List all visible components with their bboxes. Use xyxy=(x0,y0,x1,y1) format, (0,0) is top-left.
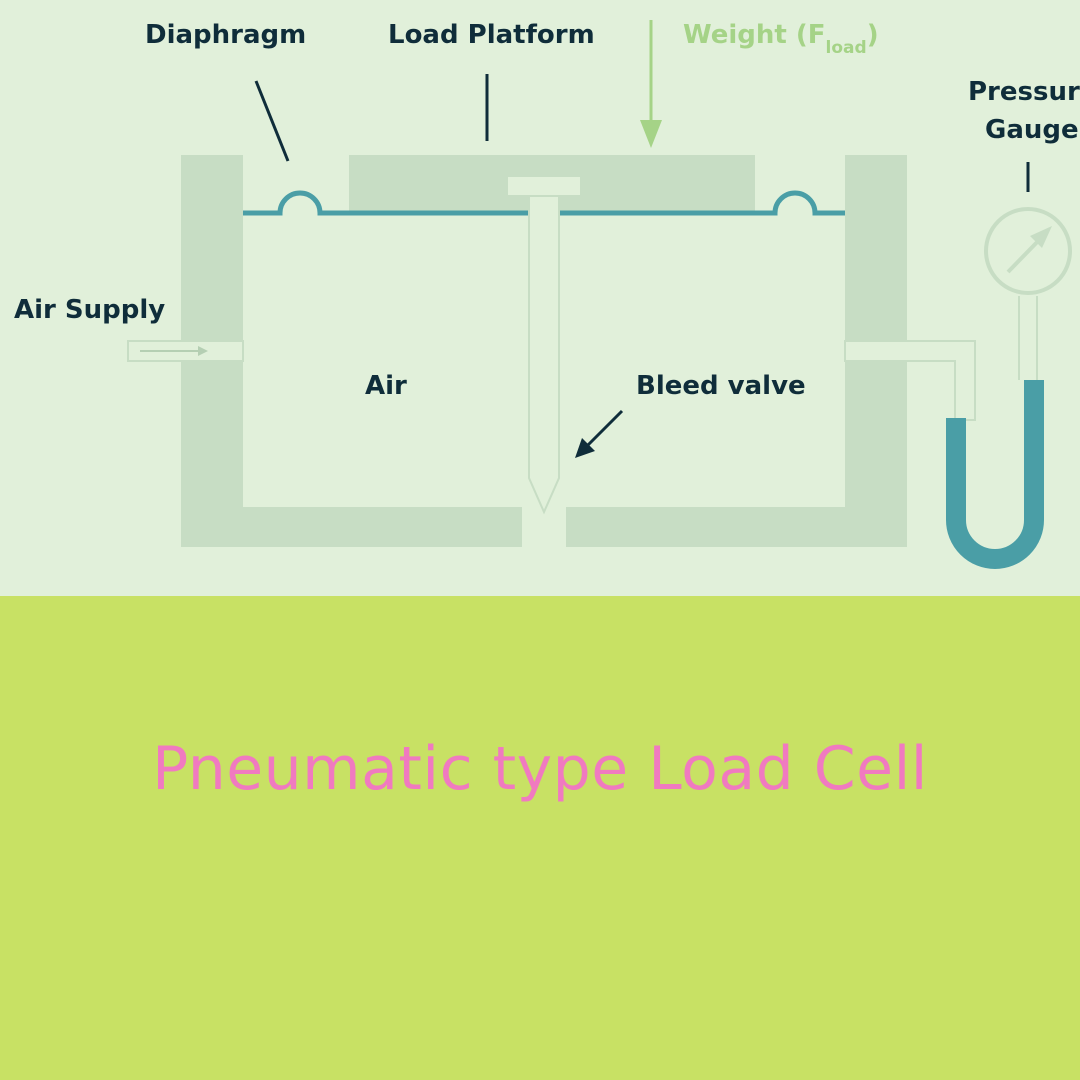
weight-label-close: ) xyxy=(867,20,879,50)
air-supply-arrow xyxy=(140,346,208,356)
pressure-gauge-dial xyxy=(984,207,1072,295)
u-tube-manometer xyxy=(946,296,1044,569)
bottom-wall-left xyxy=(181,507,522,547)
pressure-label: Pressure xyxy=(968,77,1080,107)
page-title: Pneumatic type Load Cell xyxy=(152,734,928,804)
air-label: Air xyxy=(365,371,407,401)
gauge-label: Gauge xyxy=(985,115,1079,145)
weight-label: Weight (Fload) xyxy=(683,20,879,58)
bleed-valve-stem xyxy=(528,195,560,515)
load-platform-label: Load Platform xyxy=(388,20,595,50)
weight-label-main: Weight (F xyxy=(683,20,826,50)
load-cell-diagram: Diaphragm Load Platform Weight (Fload) P… xyxy=(0,0,1080,596)
weight-arrow xyxy=(640,20,662,148)
bleed-valve-label: Bleed valve xyxy=(636,371,806,401)
diaphragm-leader xyxy=(254,80,290,162)
diaphragm-label: Diaphragm xyxy=(145,20,306,50)
title-panel: Pneumatic type Load Cell xyxy=(0,596,1080,1080)
valve-cap xyxy=(506,175,582,197)
air-supply-label: Air Supply xyxy=(14,295,165,325)
weight-label-subscript: load xyxy=(826,38,867,58)
bleed-valve-arrow xyxy=(575,409,624,458)
bottom-wall-right xyxy=(566,507,907,547)
diagram-panel: Diaphragm Load Platform Weight (Fload) P… xyxy=(0,0,1080,596)
